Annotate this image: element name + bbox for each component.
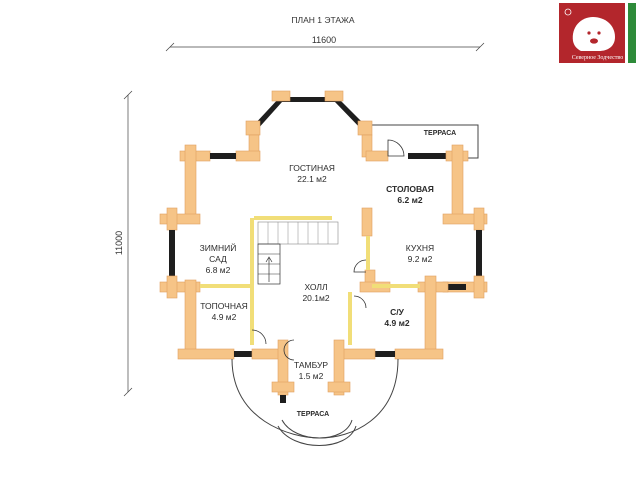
room-winter-garden-name2: САД: [209, 254, 227, 264]
room-bathroom-area: 4.9 м2: [384, 318, 409, 328]
room-kitchen-name: КУХНЯ: [406, 243, 434, 253]
room-kitchen-area: 9.2 м2: [408, 254, 433, 264]
bay-window: [245, 90, 373, 158]
top-terrace: [362, 124, 479, 159]
room-winter-garden-area: 6.8 м2: [206, 265, 231, 275]
height-dimension-label: 11000: [114, 231, 124, 255]
room-hall-name: ХОЛЛ: [304, 282, 327, 292]
room-kitchen: КУХНЯ 9.2 м2: [406, 243, 434, 264]
plan-title: ПЛАН 1 ЭТАЖА: [291, 15, 354, 25]
width-dimension-label: 11600: [312, 35, 336, 45]
room-dining-area: 6.2 м2: [397, 195, 422, 205]
room-bathroom: С/У 4.9 м2: [384, 307, 409, 328]
width-dimension: 11600: [165, 35, 485, 52]
room-furnace-area: 4.9 м2: [212, 312, 237, 322]
terrace-top-label: ТЕРРАСА: [424, 130, 456, 137]
room-vestibule-name: ТАМБУР: [294, 360, 328, 370]
room-hall-area: 20.1м2: [302, 293, 329, 303]
room-living-area: 22.1 м2: [297, 174, 327, 184]
room-furnace-name: ТОПОЧНАЯ: [200, 301, 248, 311]
logo-text: Северное Зодчество: [571, 55, 624, 61]
room-dining: СТОЛОВАЯ 6.2 м2: [386, 184, 434, 205]
staircase: [257, 221, 339, 285]
company-logo: Северное Зодчество: [559, 3, 636, 63]
room-winter-garden-name: ЗИМНИЙ: [200, 242, 237, 253]
room-bathroom-name: С/У: [390, 307, 405, 317]
bottom-terrace: [231, 358, 399, 446]
height-dimension: 11000: [114, 90, 133, 397]
partitions: [200, 216, 420, 345]
room-hall: ХОЛЛ 20.1м2: [302, 282, 329, 303]
room-vestibule: ТАМБУР 1.5 м2: [294, 360, 328, 381]
terrace-bottom-label: ТЕРРАСА: [297, 411, 329, 418]
doors: [251, 139, 405, 361]
room-winter-garden: ЗИМНИЙ САД 6.8 м2: [200, 242, 237, 275]
log-walls: [159, 144, 488, 403]
bear-logo-icon: [559, 3, 636, 63]
room-furnace: ТОПОЧНАЯ 4.9 м2: [200, 301, 248, 322]
room-living-name: ГОСТИНАЯ: [289, 163, 335, 173]
room-dining-name: СТОЛОВАЯ: [386, 184, 434, 194]
room-vestibule-area: 1.5 м2: [299, 371, 324, 381]
room-living: ГОСТИНАЯ 22.1 м2: [289, 163, 335, 184]
